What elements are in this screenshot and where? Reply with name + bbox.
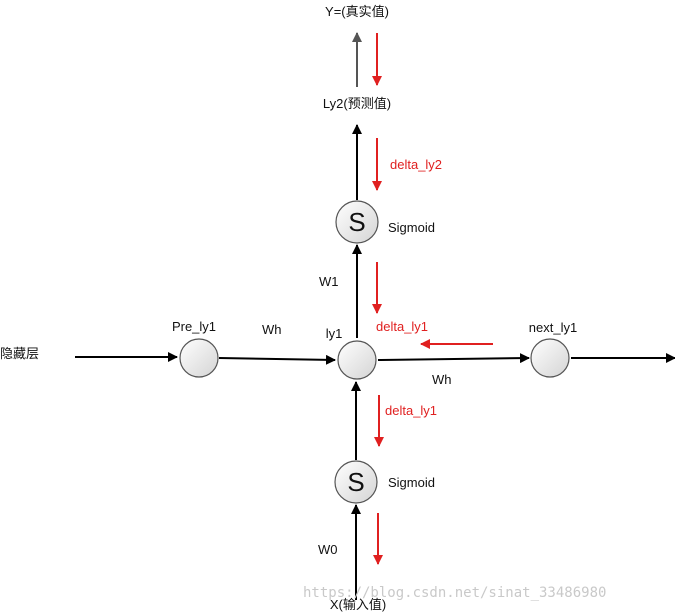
label-sigmoid-top: Sigmoid bbox=[388, 220, 435, 235]
label-pre-ly1: Pre_ly1 bbox=[172, 319, 216, 334]
node-sigmoid-bottom bbox=[334, 460, 378, 504]
arrow-pre-ly1-to-ly1 bbox=[218, 354, 336, 365]
label-sigmoid-bottom: Sigmoid bbox=[388, 475, 435, 490]
label-delta-ly1-below: delta_ly1 bbox=[385, 403, 437, 418]
node-ly1 bbox=[337, 340, 377, 380]
label-delta-ly2: delta_ly2 bbox=[390, 157, 442, 172]
label-w0: W0 bbox=[318, 542, 338, 557]
node-sigmoid-top bbox=[335, 200, 379, 244]
label-ly1: ly1 bbox=[326, 326, 343, 341]
label-hidden-layer: 隐藏层 bbox=[0, 346, 39, 361]
label-delta-ly1-right: delta_ly1 bbox=[376, 319, 428, 334]
s-top-symbol: S bbox=[348, 207, 365, 237]
label-w1: W1 bbox=[319, 274, 339, 289]
watermark-url: https://blog.csdn.net/sinat_33486980 bbox=[303, 585, 606, 601]
arrow-ly1-to-next-ly1 bbox=[377, 353, 530, 364]
label-wh-left: Wh bbox=[262, 322, 282, 337]
label-ly2: Ly2(预测值) bbox=[323, 96, 391, 111]
node-next-ly1 bbox=[530, 338, 570, 378]
label-y-true: Y=(真实值) bbox=[325, 4, 389, 19]
s-bottom-symbol: S bbox=[347, 467, 364, 497]
label-x-input: X(输入值) bbox=[330, 597, 386, 612]
label-wh-right: Wh bbox=[432, 372, 452, 387]
label-next-ly1: next_ly1 bbox=[529, 320, 577, 335]
node-pre-ly1 bbox=[179, 338, 219, 378]
